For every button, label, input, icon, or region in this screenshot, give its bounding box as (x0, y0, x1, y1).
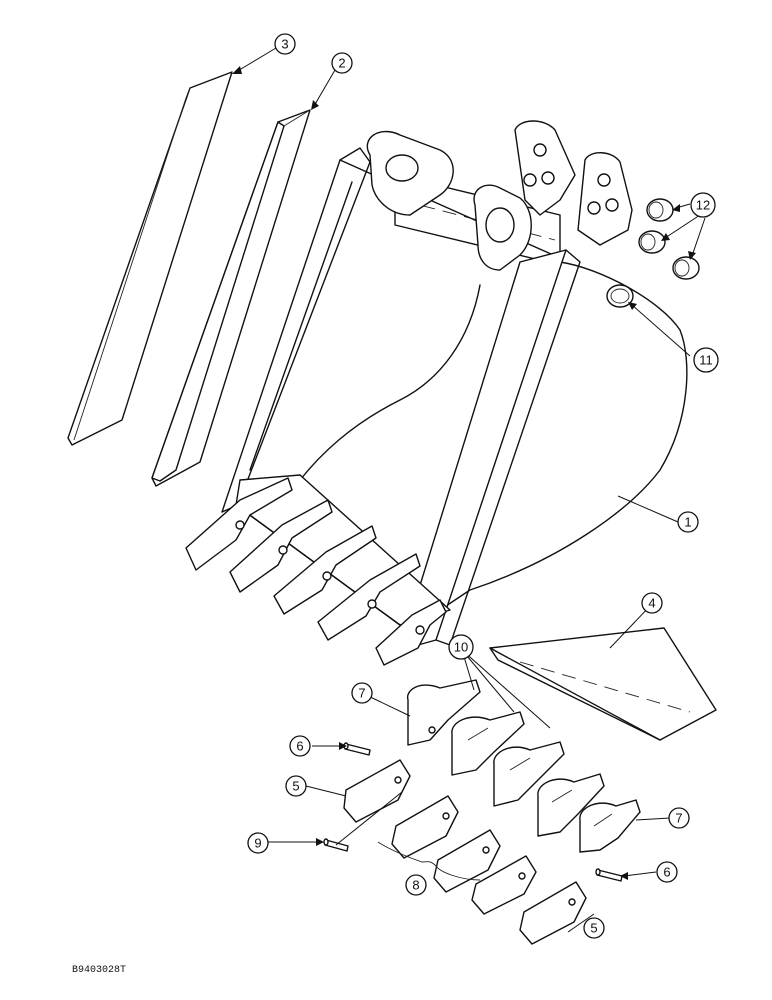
svg-text:5: 5 (590, 921, 597, 936)
loose-teeth (343, 759, 587, 945)
svg-text:11: 11 (699, 353, 713, 368)
callout-7: 7 (668, 807, 690, 829)
svg-text:10: 10 (454, 640, 468, 655)
svg-text:2: 2 (338, 56, 345, 71)
tooth (343, 759, 411, 823)
adapter (451, 711, 525, 776)
svg-text:6: 6 (296, 739, 303, 754)
pin (343, 742, 371, 756)
svg-text:12: 12 (696, 198, 710, 213)
tooth (391, 795, 459, 859)
bucket-tooth (185, 477, 293, 571)
leader-lines (232, 47, 706, 933)
svg-text:1: 1 (684, 515, 691, 530)
adapters (406, 679, 641, 853)
svg-text:9: 9 (254, 836, 261, 851)
adapter (406, 679, 481, 746)
bucket-tooth (317, 553, 421, 641)
side-cutter-right (151, 109, 311, 487)
pin (595, 868, 623, 882)
callout-2: 2 (331, 52, 353, 74)
callout-9: 9 (247, 832, 269, 854)
bushing (638, 230, 666, 254)
callout-8: 8 (405, 874, 427, 896)
bushing (646, 198, 674, 222)
bucket-body (221, 120, 688, 651)
side-cutter-left (67, 71, 233, 446)
bucket-teeth (185, 477, 447, 666)
bushing (672, 256, 700, 280)
callout-3: 3 (274, 33, 296, 55)
tooth (519, 881, 587, 945)
pins (323, 742, 623, 882)
bucket-tooth (229, 499, 333, 593)
cutting-edge (489, 627, 717, 741)
callout-1: 1 (677, 511, 699, 533)
tooth (433, 829, 501, 893)
callout-6: 6 (289, 735, 311, 757)
adapter (537, 773, 605, 837)
callout-10: 10 (448, 634, 474, 660)
drawing-code: B9403028T (72, 965, 126, 976)
callout-11: 11 (693, 347, 719, 373)
tooth (471, 855, 537, 915)
svg-text:7: 7 (358, 686, 365, 701)
callout-7: 7 (351, 682, 373, 704)
svg-text:7: 7 (675, 811, 682, 826)
adapter (493, 741, 565, 807)
bucket-tooth (375, 599, 447, 666)
callout-5: 5 (285, 775, 307, 797)
callout-5: 5 (583, 917, 605, 939)
callout-balloons: 3 2 12 11 1 4 10 7 6 5 9 8 7 6 5 (247, 33, 719, 939)
callout-12: 12 (690, 192, 716, 218)
bucket-tooth (273, 525, 377, 615)
svg-text:3: 3 (281, 37, 288, 52)
svg-text:4: 4 (648, 596, 655, 611)
svg-text:8: 8 (412, 878, 419, 893)
callout-6: 6 (656, 861, 678, 883)
svg-text:6: 6 (663, 865, 670, 880)
adapter (579, 799, 641, 853)
callout-4: 4 (641, 592, 663, 614)
bushing-set (638, 198, 700, 280)
svg-text:5: 5 (292, 779, 299, 794)
